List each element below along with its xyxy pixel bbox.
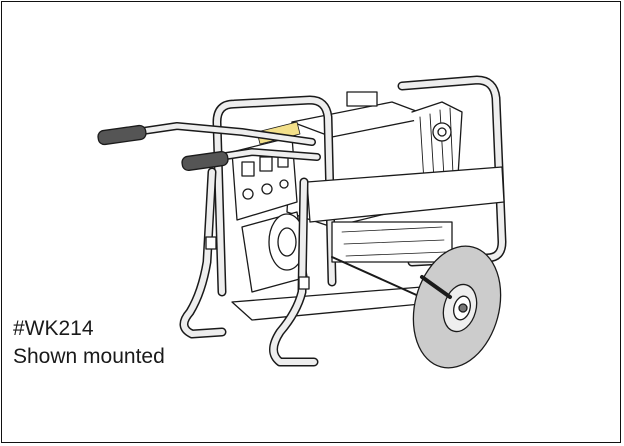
wheel-hub [458, 303, 468, 313]
cross-band [306, 166, 505, 223]
part-number: #WK214 [13, 317, 94, 340]
generator-wheel-kit-illustration [97, 75, 507, 369]
caption: #WK214 Shown mounted [13, 315, 165, 371]
handle-grip-lower [181, 150, 229, 172]
caption-description: Shown mounted [13, 345, 165, 368]
handle-grip-upper [97, 124, 147, 146]
